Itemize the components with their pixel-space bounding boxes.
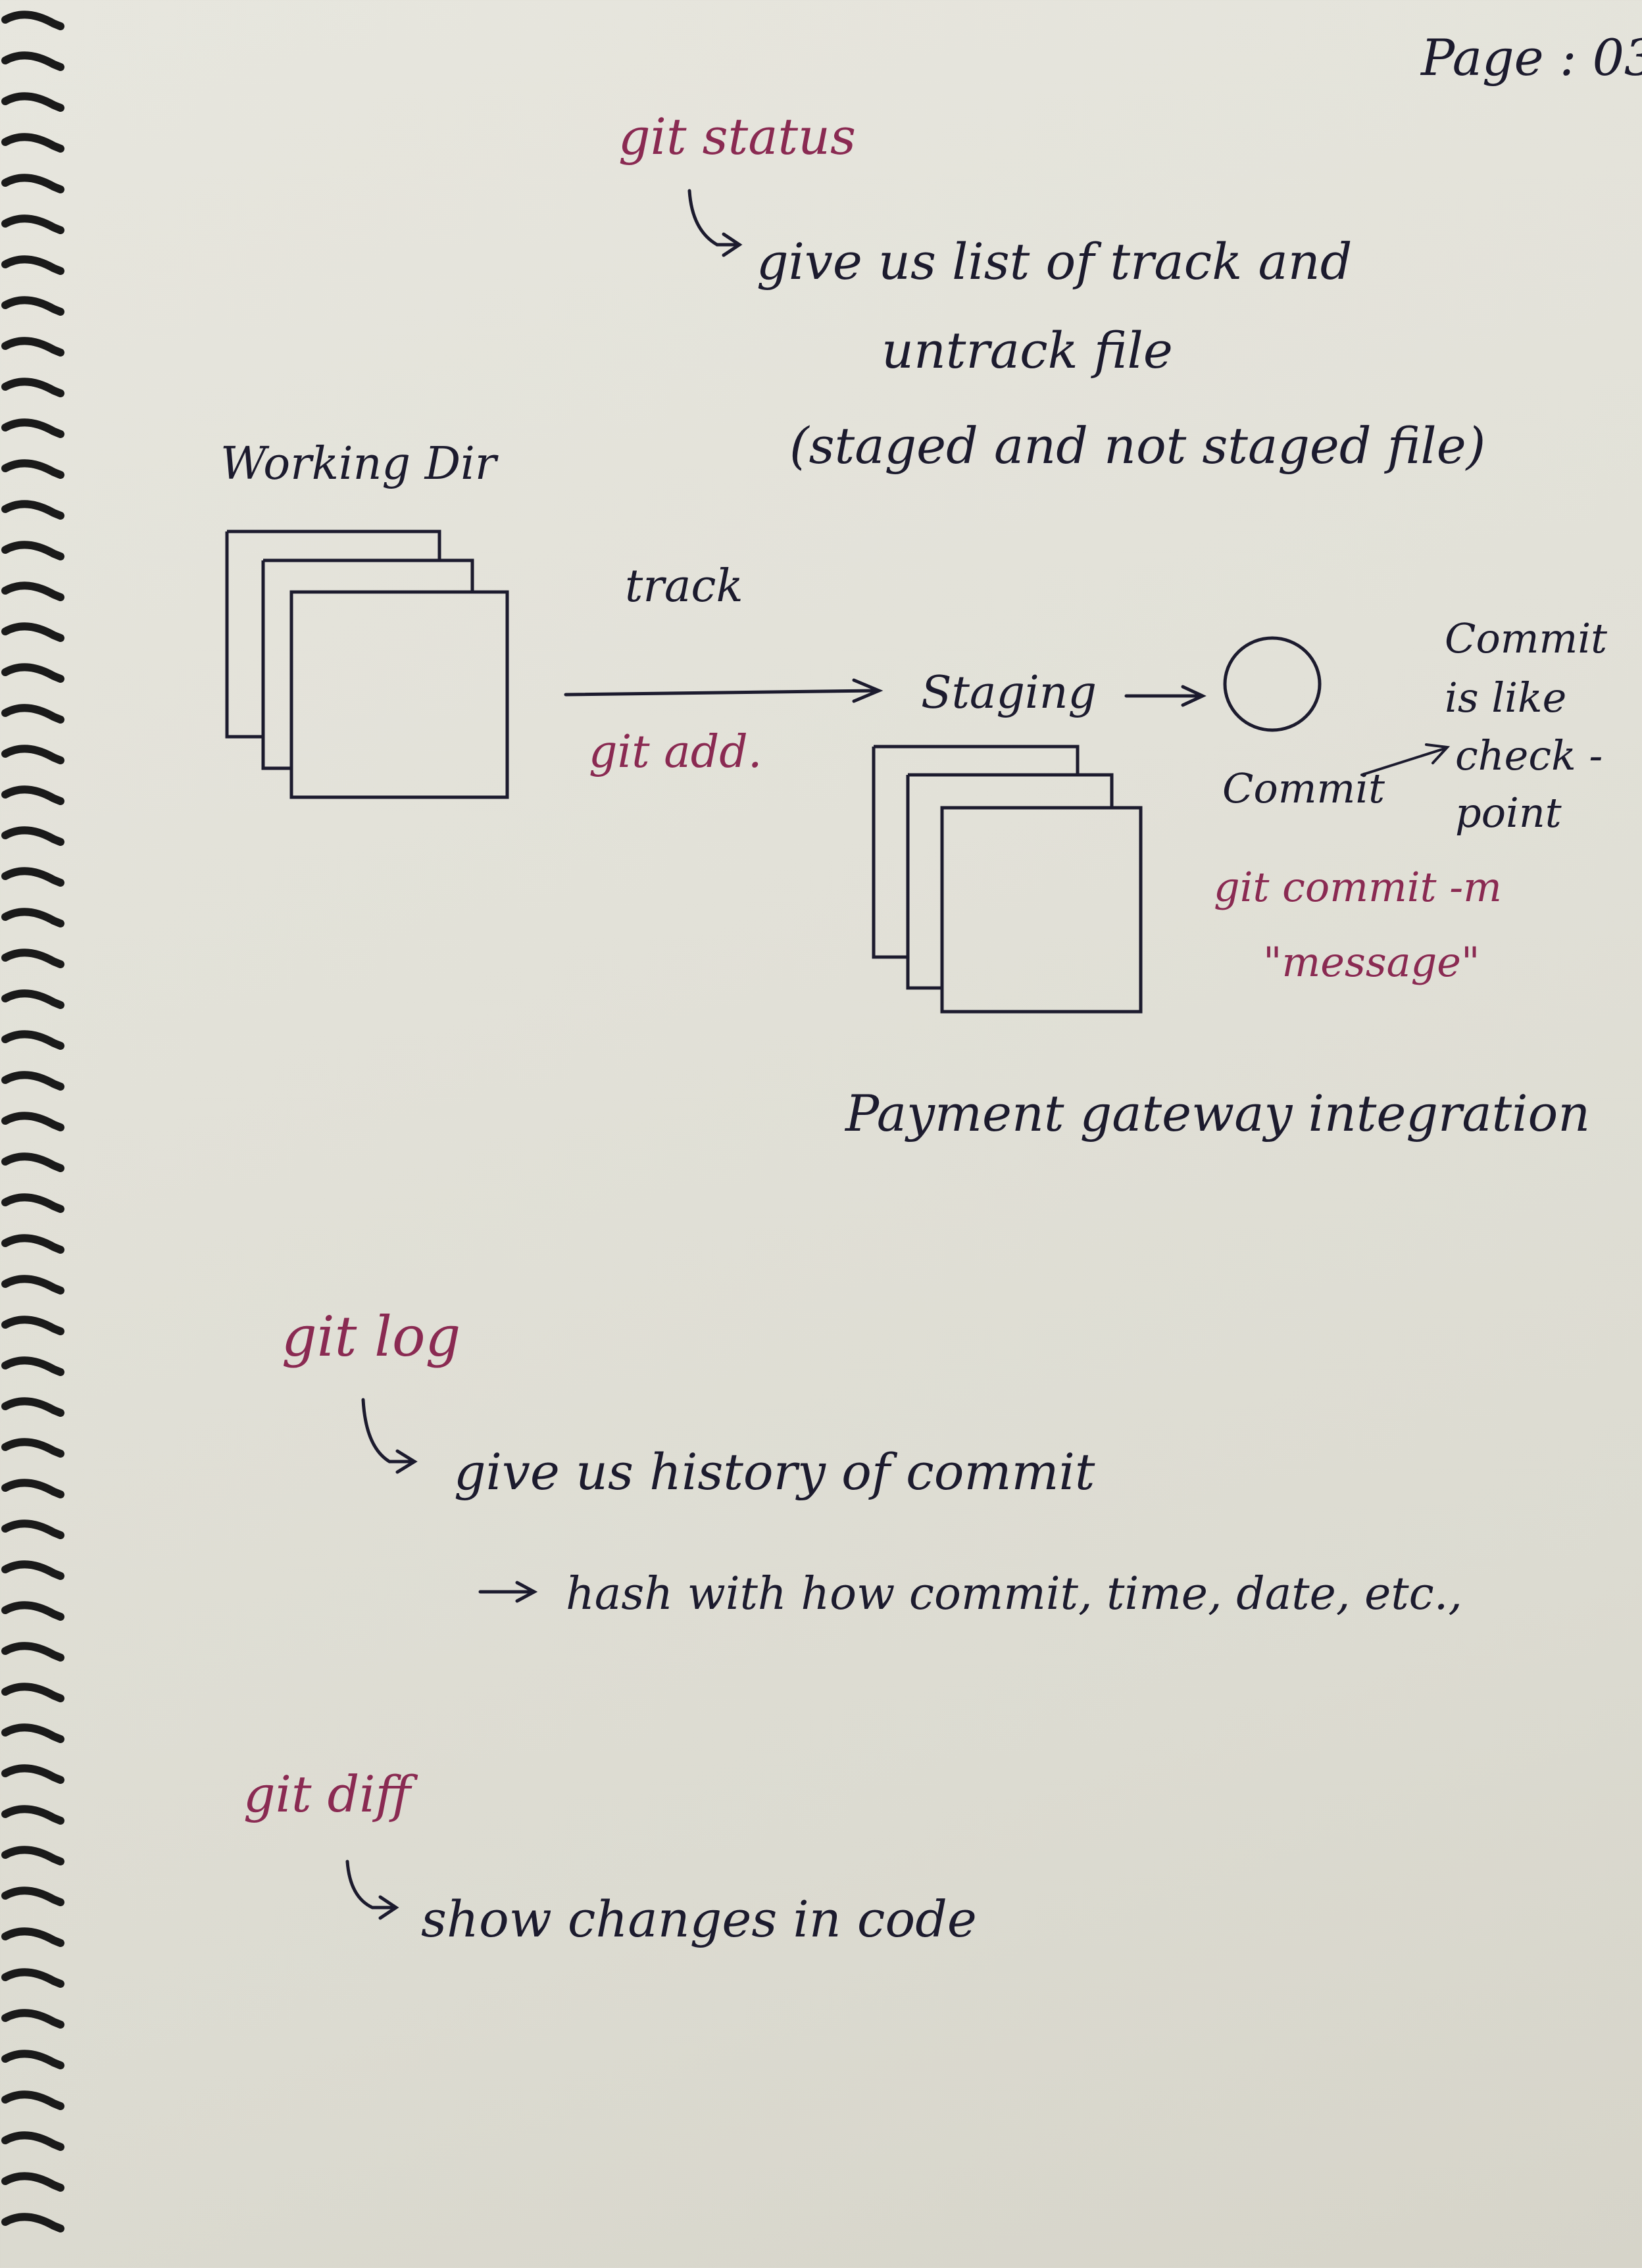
spiral-ring <box>1 1193 64 1213</box>
git-status-desc-line2: untrack file <box>882 321 1173 380</box>
commit-cmd-line2: "message" <box>1263 938 1480 986</box>
commit-note-line1: Commit <box>1445 614 1608 662</box>
spiral-ring <box>1 296 64 316</box>
spiral-ring <box>1 1642 64 1662</box>
spiral-ring <box>1 1764 64 1784</box>
working-dir-label: Working Dir <box>220 438 497 490</box>
spiral-ring <box>1 1886 64 1906</box>
spiral-ring <box>1 949 64 968</box>
commit-note-line3: check - <box>1455 731 1603 779</box>
spiral-ring <box>1 378 64 397</box>
spiral-ring <box>1 1030 64 1050</box>
git-diff-desc-line1: show changes in code <box>421 1890 977 1948</box>
git-status-command: git status <box>618 107 856 166</box>
git-log-desc-line2: hash with how commit, time, date, etc., <box>566 1568 1462 1620</box>
hook-arrow-icon <box>361 1398 418 1474</box>
spiral-ring <box>1 133 64 153</box>
spiral-ring <box>1 1805 64 1825</box>
spiral-ring <box>1 622 64 642</box>
spiral-ring <box>1 1723 64 1743</box>
spiral-ring <box>1 1846 64 1865</box>
spiral-ring <box>1 2009 64 2029</box>
spiral-ring <box>1 92 64 112</box>
working-dir-file-stack-icon <box>225 530 509 799</box>
spiral-ring <box>1 541 64 560</box>
git-status-desc-line3: (staged and not staged file) <box>789 416 1486 475</box>
commit-note-line4: point <box>1455 789 1562 837</box>
spiral-ring <box>1 2050 64 2069</box>
spiral-ring <box>1 2090 64 2110</box>
example-commit-message: Payment gateway integration <box>845 1084 1591 1143</box>
git-log-command: git log <box>282 1304 461 1369</box>
staging-to-commit-arrow-icon <box>1124 685 1207 707</box>
spiral-ring <box>1 1968 64 1988</box>
spiral-ring <box>1 867 64 887</box>
spiral-ring <box>1 255 64 275</box>
spiral-ring <box>1 174 64 193</box>
arrow-right-icon <box>478 1581 538 1603</box>
git-add-label: git add. <box>589 726 762 778</box>
hook-arrow-icon <box>687 189 743 257</box>
staging-label: Staging <box>921 667 1097 719</box>
git-diff-command: git diff <box>243 1765 411 1823</box>
commit-label: Commit <box>1222 764 1385 812</box>
spiral-binding <box>1 11 64 2232</box>
spiral-ring <box>1 459 64 479</box>
spiral-ring <box>1 1397 64 1417</box>
spiral-ring <box>1 1356 64 1376</box>
spiral-ring <box>1 337 64 357</box>
spiral-ring <box>1 1560 64 1580</box>
spiral-ring <box>1 908 64 927</box>
spiral-ring <box>1 1438 64 1458</box>
commit-cmd-line1: git commit -m <box>1214 863 1502 911</box>
spiral-ring <box>1 2213 64 2232</box>
spiral-ring <box>1 1927 64 1947</box>
spiral-ring <box>1 1683 64 1702</box>
spiral-ring <box>1 1234 64 1254</box>
commit-note-line2: is like <box>1445 674 1567 722</box>
spiral-ring <box>1 2131 64 2151</box>
circle-commit-icon <box>1223 636 1322 732</box>
page-number: Page : 03 <box>1421 28 1642 87</box>
spiral-ring <box>1 663 64 683</box>
spiral-ring <box>1 1601 64 1621</box>
staging-file-stack-icon <box>872 745 1143 1014</box>
hook-arrow-icon <box>345 1860 399 1920</box>
spiral-ring <box>1 1071 64 1091</box>
spiral-ring <box>1 11 64 30</box>
spiral-ring <box>1 1519 64 1539</box>
spiral-ring <box>1 826 64 846</box>
spiral-ring <box>1 51 64 71</box>
spiral-ring <box>1 1275 64 1294</box>
spiral-ring <box>1 785 64 805</box>
git-log-desc-line1: give us history of commit <box>454 1442 1095 1501</box>
spiral-ring <box>1 418 64 438</box>
spiral-ring <box>1 989 64 1009</box>
spiral-ring <box>1 581 64 601</box>
track-label: track <box>625 560 743 612</box>
spiral-ring <box>1 500 64 520</box>
git-status-desc-line1: give us list of track and <box>757 232 1353 291</box>
spiral-ring <box>1 214 64 234</box>
spiral-ring <box>1 704 64 724</box>
commit-note-arrow-icon <box>1360 743 1451 776</box>
spiral-ring <box>1 1479 64 1498</box>
spiral-ring <box>1 1316 64 1335</box>
spiral-ring <box>1 745 64 764</box>
spiral-ring <box>1 1112 64 1131</box>
track-arrow-icon <box>564 678 883 703</box>
spiral-ring <box>1 2172 64 2192</box>
spiral-ring <box>1 1152 64 1172</box>
